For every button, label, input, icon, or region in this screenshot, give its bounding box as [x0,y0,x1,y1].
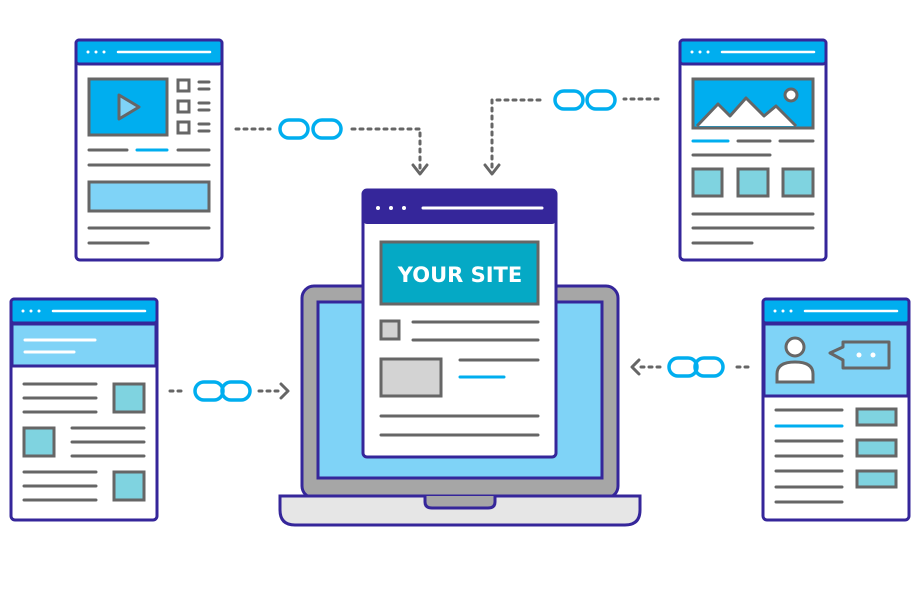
header-dots [376,206,544,210]
chain-link-icon [667,356,725,378]
your-site-page: YOUR SITE [361,188,558,459]
user-icon [775,336,815,384]
chain-link-icon [278,118,343,140]
arrow-left-icon [630,358,641,376]
mountain-icon [695,96,798,128]
site-banner [379,240,540,306]
arrow-down-icon [411,163,429,176]
link-connector-left [168,380,290,402]
link-connector-top-left [234,118,429,176]
external-page-profile [761,297,911,522]
chain-link-icon [193,380,252,402]
link-connector-right [630,356,750,378]
play-icon [117,93,141,121]
external-page-image [678,38,828,262]
arrow-right-icon [279,382,290,400]
link-connector-top-right [483,89,660,176]
chain-link-icon [553,89,617,111]
external-page-video [74,38,224,262]
external-page-article [9,297,159,522]
arrow-down-icon [483,163,501,176]
site-banner-text: YOUR SITE [397,263,522,287]
